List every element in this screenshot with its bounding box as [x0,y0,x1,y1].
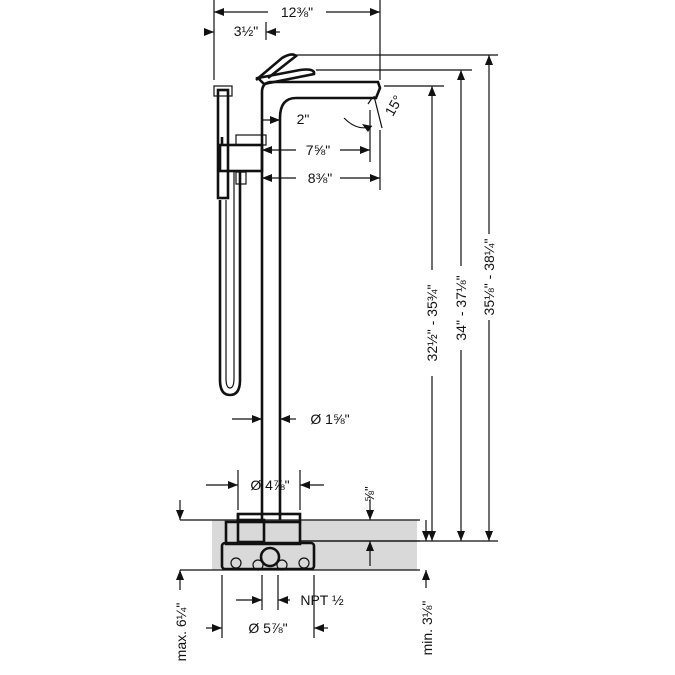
faucet-body [213,53,382,571]
handshower-height-label: 34" - 37⅛" [453,275,469,340]
dimension-handshower-offset: 3½" [204,22,280,40]
spout-reach-inner-label: 7⅝" [306,142,330,158]
dimension-spout-reach-outer: 8⅜" [262,130,381,190]
dimension-column-diameter: Ø 1⅝" [232,411,350,427]
base-height-label: ⅝" [362,486,377,502]
dimension-spout-height: 32½" - 35¾" [424,86,440,541]
dimension-base-height: ⅝" [362,486,377,566]
dimension-overall-width: 12⅜" [213,0,381,80]
connection-label: NPT ½ [300,592,344,608]
spout-height-label: 32½" - 35¾" [424,285,440,362]
dimension-min-depth: min. 3⅛" [419,520,435,655]
dimension-handshower-height: 34" - 37⅛" [453,70,469,541]
spout-reach-outer-label: 8⅜" [308,170,332,186]
rough-diameter-label: Ø 5⅞" [248,620,287,636]
base-diameter-label: Ø 4⅞" [250,477,289,493]
dimension-rough-diameter: Ø 5⅞" [206,575,328,638]
handshower-offset-label: 3½" [234,23,258,39]
overall-width-label: 12⅜" [281,4,313,20]
max-depth-label: max. 6¼" [173,603,189,662]
dimension-connection: NPT ½ [236,575,344,610]
spout-drop-label: 2" [297,111,310,127]
dimension-spout-drop: 2" [262,111,309,127]
dimension-max-depth: max. 6¼" [173,500,189,661]
dimension-spout-reach-inner: 7⅝" [262,110,371,162]
column-diameter-label: Ø 1⅝" [310,411,349,427]
dimension-lever-height: 35⅛" - 38¼" [481,55,497,541]
height-reference-lines [296,54,498,542]
lever-height-label: 35⅛" - 38¼" [481,239,497,316]
min-depth-label: min. 3⅛" [419,601,435,656]
spout-angle-label: 15° [381,92,405,118]
dimension-base-diameter: Ø 4⅞" [206,470,324,510]
